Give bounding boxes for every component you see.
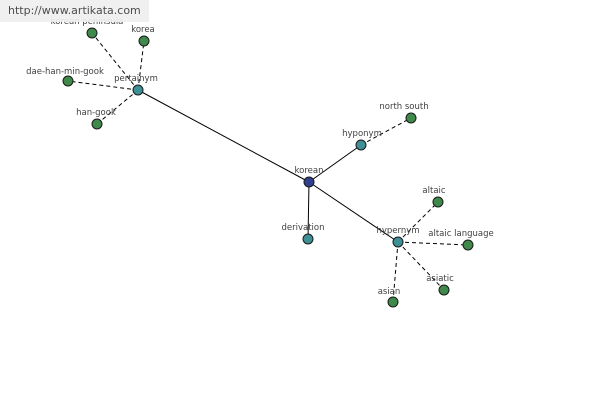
nodes-layer: korean peninsula korea dae-han-min-gook han… [26, 17, 494, 308]
relation-node-hypernym-dot[interactable] [392, 236, 404, 248]
leaf-node-altaic-language-label[interactable]: altaic language [428, 229, 493, 239]
relation-node-hyponym-label[interactable]: hyponym [342, 129, 382, 139]
leaf-node-dae-han-min-gook-label[interactable]: dae-han-min-gook [26, 67, 104, 77]
leaf-node-altaic[interactable]: altaic [422, 186, 446, 208]
leaf-node-dae-han-min-gook-dot[interactable] [62, 75, 74, 87]
leaf-node-han-gook[interactable]: han-gook [76, 108, 116, 130]
relation-node-pertainym-label[interactable]: pertainym [114, 74, 158, 84]
leaf-node-altaic-label[interactable]: altaic [422, 186, 445, 196]
edge-korean-hyponym [308, 144, 362, 183]
leaf-node-north-south-dot[interactable] [405, 112, 417, 124]
edge-hypernym-altaic-language [397, 241, 469, 246]
edge-hypernym-altaic [397, 201, 439, 243]
edge-korean-pertainym [137, 89, 310, 183]
center-node-korean-label[interactable]: korean [295, 166, 324, 176]
edge-pertainym-han-gook [96, 89, 139, 125]
leaf-node-asiatic-label[interactable]: asiatic [426, 274, 454, 284]
relation-node-pertainym[interactable]: pertainym [114, 74, 158, 96]
leaf-node-altaic-language[interactable]: altaic language [428, 229, 494, 251]
relation-node-derivation[interactable]: derivation [281, 223, 325, 245]
relation-node-hyponym[interactable]: hyponym [342, 129, 382, 151]
leaf-node-korean-peninsula[interactable]: korean peninsula [51, 17, 124, 39]
leaf-node-dae-han-min-gook[interactable]: dae-han-min-gook [26, 67, 104, 87]
edge-korean-hypernym [308, 181, 399, 243]
leaf-node-korea[interactable]: korea [131, 25, 155, 47]
edge-hyponym-north-south [360, 117, 412, 146]
leaf-node-korean-peninsula-label[interactable]: korean peninsula [51, 17, 124, 27]
leaf-node-korea-label[interactable]: korea [131, 25, 155, 35]
edge-korean-derivation [307, 181, 310, 240]
leaf-node-altaic-dot[interactable] [432, 196, 444, 208]
leaf-node-asian-label[interactable]: asian [378, 287, 401, 297]
leaf-node-asian[interactable]: asian [378, 287, 401, 308]
leaf-node-korea-dot[interactable] [138, 35, 150, 47]
leaf-node-asiatic[interactable]: asiatic [426, 274, 454, 296]
edges-layer [67, 32, 469, 303]
leaf-node-altaic-language-dot[interactable] [462, 239, 474, 251]
site-url-banner[interactable]: http://www.artikata.com [0, 0, 149, 22]
relation-node-derivation-dot[interactable] [302, 233, 314, 245]
leaf-node-asiatic-dot[interactable] [438, 284, 450, 296]
edge-pertainym-dae-han-min-gook [67, 80, 139, 91]
center-node-korean-dot[interactable] [303, 176, 315, 188]
leaf-node-korean-peninsula-dot[interactable] [86, 27, 98, 39]
relation-node-hypernym-label[interactable]: hypernym [376, 226, 419, 236]
leaf-node-han-gook-label[interactable]: han-gook [76, 108, 116, 118]
edge-pertainym-korean-peninsula [91, 32, 139, 91]
leaf-node-north-south-label[interactable]: north south [379, 102, 428, 112]
edge-pertainym-korea [137, 40, 145, 91]
relation-node-hypernym[interactable]: hypernym [376, 226, 420, 248]
edge-hypernym-asian [392, 241, 399, 303]
leaf-node-north-south[interactable]: north south [379, 102, 429, 124]
leaf-node-han-gook-dot[interactable] [91, 118, 103, 130]
relation-node-derivation-label[interactable]: derivation [281, 223, 324, 233]
relation-node-hyponym-dot[interactable] [355, 139, 367, 151]
center-node-korean[interactable]: korean [295, 166, 324, 188]
relation-node-pertainym-dot[interactable] [132, 84, 144, 96]
leaf-node-asian-dot[interactable] [387, 296, 399, 308]
